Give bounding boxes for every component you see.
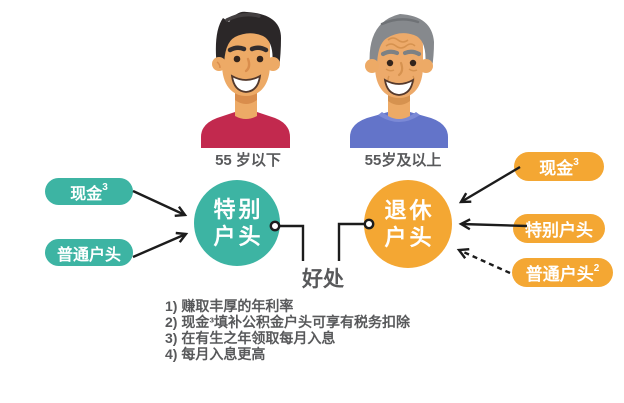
pill-ordinary-right-label: 普通户头 (525, 265, 594, 284)
older-hair (369, 14, 434, 68)
pill-special-right-label: 特别户头 (525, 221, 593, 240)
older-man-avatar (350, 14, 448, 148)
benefit-item-3: 3) 在有生之年领取每月入息 (165, 330, 336, 346)
benefits-title: 好处 (302, 268, 344, 291)
age-label-under-55: 55 岁以下 (215, 152, 281, 169)
older-shirt (350, 112, 448, 148)
pill-ordinary-account-left: 普通户头 (45, 239, 133, 266)
benefits-list: 1) 赚取丰厚的年利率 2) 现金³填补公积金户头可享有税务扣除 3) 在有生之… (165, 298, 410, 362)
arrow-cash-to-retirement (458, 165, 521, 204)
retirement-account-line1: 退休 (384, 198, 435, 223)
young-shirt (201, 112, 290, 148)
pill-ordinary-left-label: 普通户头 (56, 246, 121, 264)
young-hair (215, 11, 281, 68)
pill-special-account-right: 特别户头 (513, 214, 605, 243)
retirement-account-circle: 退休 户头 (364, 180, 452, 268)
arrow-ordinary-to-special (132, 231, 189, 259)
arrow-cash-to-special (132, 189, 188, 217)
young-man-avatar (201, 11, 290, 148)
benefit-item-1: 1) 赚取丰厚的年利率 (165, 298, 294, 314)
age-label-55-and-above: 55岁及以上 (364, 152, 442, 169)
retirement-account-line2: 户头 (384, 225, 435, 250)
pill-cash-left-label: 现金 (70, 185, 103, 203)
benefit-item-2: 2) 现金³填补公积金户头可享有税务扣除 (165, 314, 410, 330)
older-face (375, 19, 423, 98)
arrow-ordinary-to-retirement-dashed (456, 247, 511, 275)
benefit-item-4: 4) 每月入息更高 (165, 346, 266, 362)
pill-cash-right-label: 现金 (539, 159, 574, 178)
forehead-wrinkles (387, 37, 409, 43)
special-account-line1: 特别 (213, 197, 264, 222)
special-account-circle: 特别 户头 (194, 180, 280, 266)
special-account-line2: 户头 (213, 224, 264, 249)
